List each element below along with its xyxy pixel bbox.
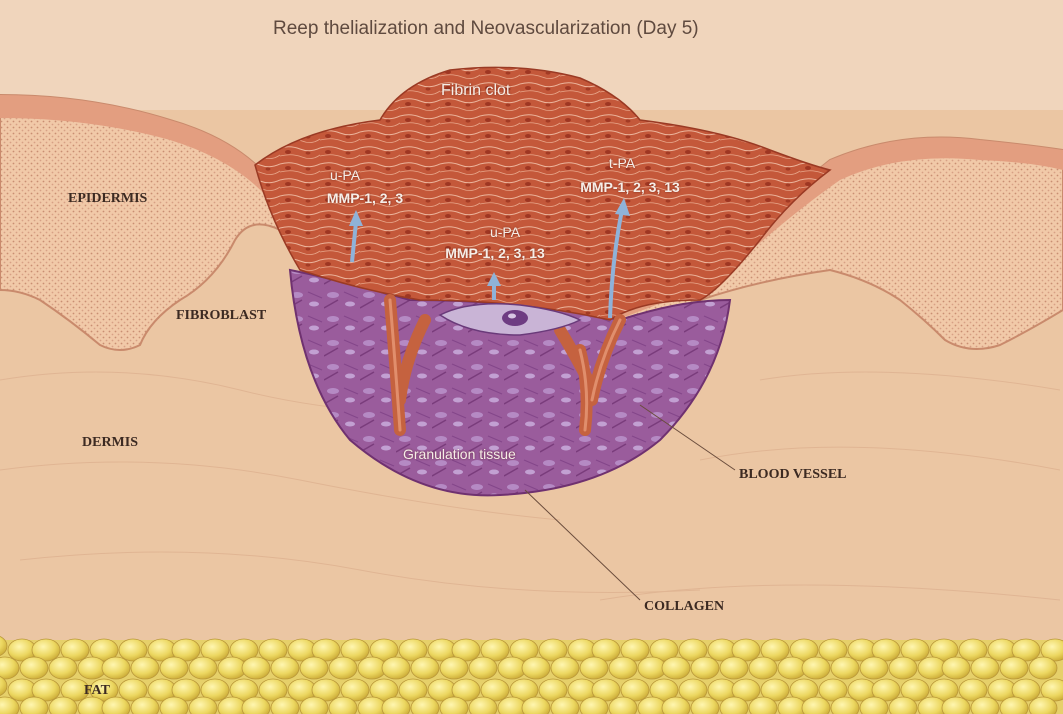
fat-cell: [271, 657, 299, 679]
fat-cell: [580, 657, 608, 679]
label-fat: FAT: [84, 684, 110, 698]
fat-cell: [522, 657, 550, 679]
fat-cell: [662, 657, 690, 679]
label-fibroblast: FIBROBLAST: [176, 309, 266, 323]
label-left-activator: u-PA: [330, 168, 360, 182]
fat-cell: [1029, 657, 1057, 679]
fat-cell: [749, 657, 777, 679]
fat-cell: [889, 657, 917, 679]
fat-cell: [411, 657, 439, 679]
label-fibrin-clot: Fibrin clot: [441, 83, 510, 99]
fat-cell: [971, 657, 999, 679]
fat-cell: [720, 657, 748, 679]
fat-cell: [551, 657, 579, 679]
label-collagen: COLLAGEN: [644, 600, 724, 614]
fat-cell: [942, 657, 970, 679]
fat-cell: [469, 657, 497, 679]
fat-cell: [131, 657, 159, 679]
label-center-mmps: MMP-1, 2, 3, 13: [445, 246, 545, 260]
fat-cell: [300, 657, 328, 679]
fat-cell: [609, 657, 637, 679]
label-granulation-tissue: Granulation tissue: [403, 447, 516, 461]
fat-cell: [440, 657, 468, 679]
fat-cell: [831, 657, 859, 679]
label-blood-vessel: BLOOD VESSEL: [739, 468, 847, 482]
fat-cell: [20, 657, 48, 679]
fat-cell: [49, 657, 77, 679]
label-left-mmps: MMP-1, 2, 3: [327, 191, 403, 205]
fat-cell: [802, 657, 830, 679]
label-epidermis: EPIDERMIS: [68, 192, 147, 206]
label-right-mmps: MMP-1, 2, 3, 13: [580, 180, 680, 194]
label-dermis: DERMIS: [82, 436, 138, 450]
label-right-activator: t-PA: [609, 156, 635, 170]
fat-cell: [189, 657, 217, 679]
fat-cell: [102, 657, 130, 679]
diagram-title: Reep thelialization and Neovascularizati…: [273, 19, 699, 38]
fat-cell: [860, 657, 888, 679]
fat-cell: [329, 657, 357, 679]
label-center-activator: u-PA: [490, 225, 520, 239]
fat-cell: [160, 657, 188, 679]
fat-cell: [1000, 657, 1028, 679]
fat-cell: [242, 657, 270, 679]
fat-cell: [382, 657, 410, 679]
fat-cell: [691, 657, 719, 679]
